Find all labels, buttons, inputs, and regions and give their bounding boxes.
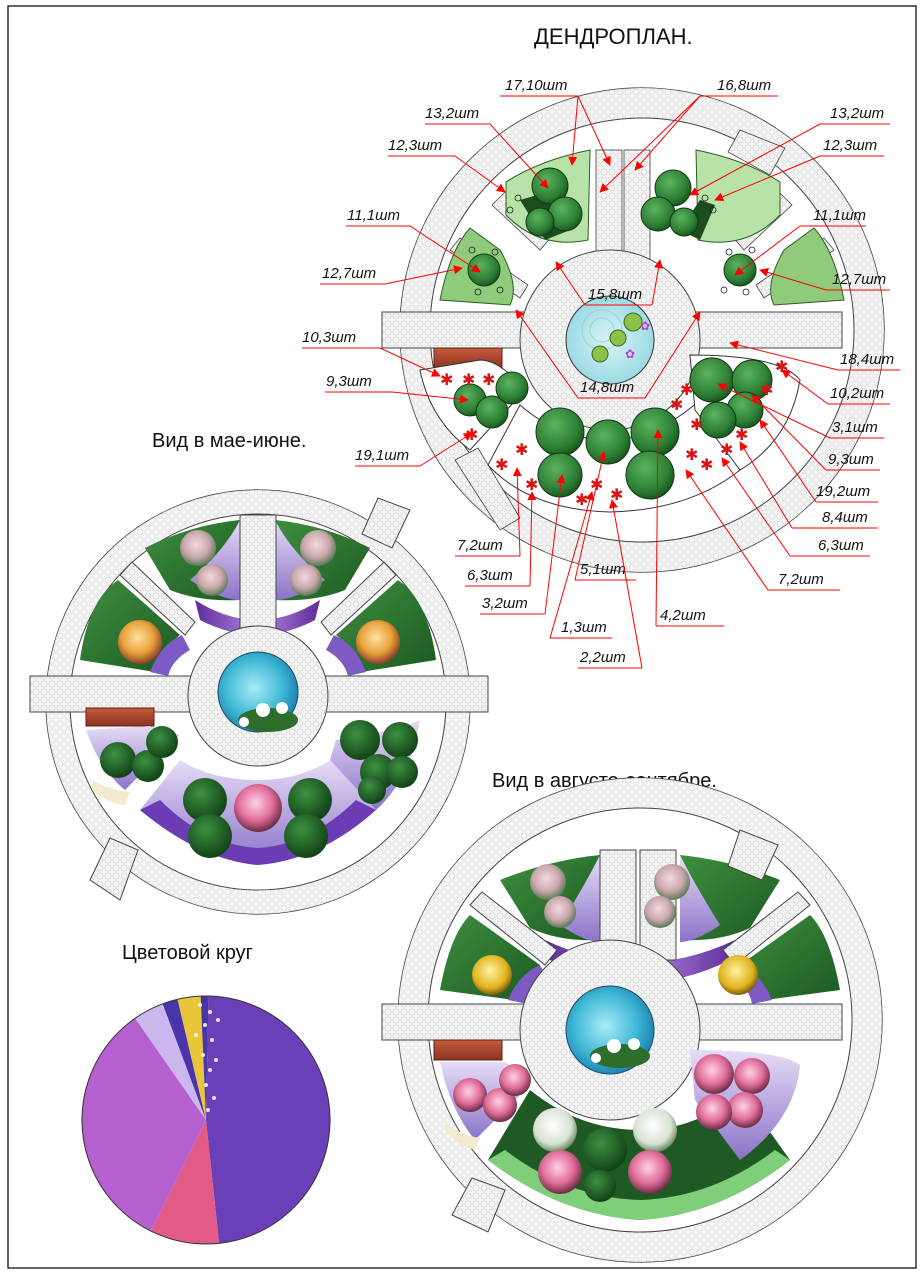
svg-text:✱: ✱ <box>690 417 703 434</box>
svg-text:6,3шт: 6,3шт <box>818 537 864 554</box>
svg-text:12,3шт: 12,3шт <box>388 137 442 154</box>
svg-text:✱: ✱ <box>735 427 748 444</box>
callout-19-2: 19,2шт <box>759 419 878 503</box>
svg-text:✱: ✱ <box>482 372 495 389</box>
callout-1-3: 1,3шт <box>549 491 612 639</box>
svg-text:✱: ✱ <box>700 457 713 474</box>
svg-text:17,10шт: 17,10шт <box>505 77 567 94</box>
svg-text:7,2шт: 7,2шт <box>457 537 503 554</box>
svg-text:✿: ✿ <box>640 319 650 333</box>
sheet-frame <box>7 5 917 1269</box>
callout-18-4: 18,4шт <box>729 340 900 371</box>
title-may-june: Вид в мае-июне. <box>152 430 307 452</box>
title-color-wheel: Цветовой круг <box>122 942 253 964</box>
callout-14-8: 14,8шт <box>515 309 701 399</box>
callout-12-7-left: 12,7шт <box>320 265 463 285</box>
svg-text:9,3шт: 9,3шт <box>326 373 372 390</box>
wheel-slice <box>82 1018 206 1232</box>
svg-text:10,3шт: 10,3шт <box>302 329 356 346</box>
wheel-slice <box>135 1003 206 1120</box>
wheel-slice <box>162 999 206 1120</box>
svg-text:3,2шт: 3,2шт <box>482 595 528 612</box>
svg-text:9,3шт: 9,3шт <box>828 451 874 468</box>
svg-text:18,4шт: 18,4шт <box>840 351 894 368</box>
svg-text:✱: ✱ <box>575 492 588 509</box>
title-dendroplan: ДЕНДРОПЛАН. <box>534 24 693 49</box>
svg-text:19,1шт: 19,1шт <box>355 447 409 464</box>
callout-10-3: 10,3шт <box>302 329 441 377</box>
callout-12-3-left: 12,3шт <box>388 137 506 193</box>
callout-13-2-right: 13,2шт <box>689 105 890 196</box>
callout-11-1-right: 11,1шт <box>734 207 866 276</box>
callout-3-1: 3,1шт <box>717 383 884 439</box>
wheel-slice <box>177 996 206 1120</box>
callout-19-1: 19,1шт <box>355 432 473 467</box>
svg-text:5,1шт: 5,1шт <box>580 561 626 578</box>
callout-4-2: 4,2шт <box>653 429 724 627</box>
color-wheel <box>81 995 331 1245</box>
svg-text:12,3шт: 12,3шт <box>823 137 877 154</box>
callout-6-3-left: 6,3шт <box>465 491 537 587</box>
svg-text:19,2шт: 19,2шт <box>816 483 870 500</box>
svg-text:11,1шт: 11,1шт <box>813 207 866 224</box>
callout-7-2-left: 7,2шт <box>455 467 522 557</box>
svg-text:1,3шт: 1,3шт <box>561 619 607 636</box>
callout-7-2-right: 7,2шт <box>685 469 840 591</box>
callout-15-8: 15,8шт <box>555 259 664 306</box>
svg-text:14,8шт: 14,8шт <box>580 379 634 396</box>
callout-16-8: 16,8шт <box>599 77 778 193</box>
svg-text:✱: ✱ <box>670 397 683 414</box>
view-may-june <box>29 489 489 915</box>
svg-text:✱: ✱ <box>720 442 733 459</box>
callout-8-4: 8,4шт <box>739 441 878 529</box>
callout-10-2: 10,2шт <box>781 369 890 405</box>
callout-2-2: 2,2шт <box>578 499 643 669</box>
svg-text:✱: ✱ <box>685 447 698 464</box>
wheel-slice <box>150 1120 220 1244</box>
view-aug-sep <box>381 777 883 1263</box>
svg-text:10,2шт: 10,2шт <box>830 385 884 402</box>
callout-6-3-right: 6,3шт <box>721 457 870 557</box>
callout-5-1: 5,1шт <box>574 451 636 581</box>
callout-9-3-left: 9,3шт <box>325 373 469 404</box>
svg-text:15,8шт: 15,8шт <box>588 286 642 303</box>
callout-3-2: 3,2шт <box>480 474 566 615</box>
svg-text:4,2шт: 4,2шт <box>660 607 706 624</box>
callout-layer: 17,10шт 16,8шт 13,2шт 13,2шт 12,3шт 12,3… <box>302 77 900 669</box>
svg-text:✿: ✿ <box>625 347 635 361</box>
svg-text:12,7шт: 12,7шт <box>322 265 376 282</box>
svg-text:13,2шт: 13,2шт <box>425 105 479 122</box>
svg-text:✱: ✱ <box>495 457 508 474</box>
callout-17-10: 17,10шт <box>500 77 611 166</box>
svg-text:6,3шт: 6,3шт <box>467 567 513 584</box>
svg-text:8,4шт: 8,4шт <box>822 509 868 526</box>
callout-12-3-right: 12,3шт <box>714 137 884 202</box>
svg-text:✱: ✱ <box>515 442 528 459</box>
callout-13-2-left: 13,2шт <box>425 105 549 189</box>
dendroplan-plan: ✿ ✿ <box>381 87 885 573</box>
svg-text:✱: ✱ <box>440 372 453 389</box>
wheel-slice <box>206 996 331 1244</box>
svg-text:✱: ✱ <box>680 382 693 399</box>
svg-text:13,2шт: 13,2шт <box>830 105 884 122</box>
svg-text:12,7шт: 12,7шт <box>832 271 886 288</box>
svg-text:16,8шт: 16,8шт <box>717 77 771 94</box>
callout-11-1-left: 11,1шт <box>346 207 481 273</box>
svg-text:✱: ✱ <box>465 427 478 444</box>
svg-text:✱: ✱ <box>525 477 538 494</box>
wheel-slice <box>200 996 209 1120</box>
svg-text:3,1шт: 3,1шт <box>832 419 878 436</box>
svg-text:2,2шт: 2,2шт <box>579 649 626 666</box>
callout-12-7-right: 12,7шт <box>759 268 890 291</box>
svg-text:✱: ✱ <box>462 372 475 389</box>
svg-text:✱: ✱ <box>760 382 773 399</box>
svg-text:7,2шт: 7,2шт <box>778 571 824 588</box>
svg-text:11,1шт: 11,1шт <box>347 207 400 224</box>
callout-9-3-right: 9,3шт <box>751 394 880 471</box>
